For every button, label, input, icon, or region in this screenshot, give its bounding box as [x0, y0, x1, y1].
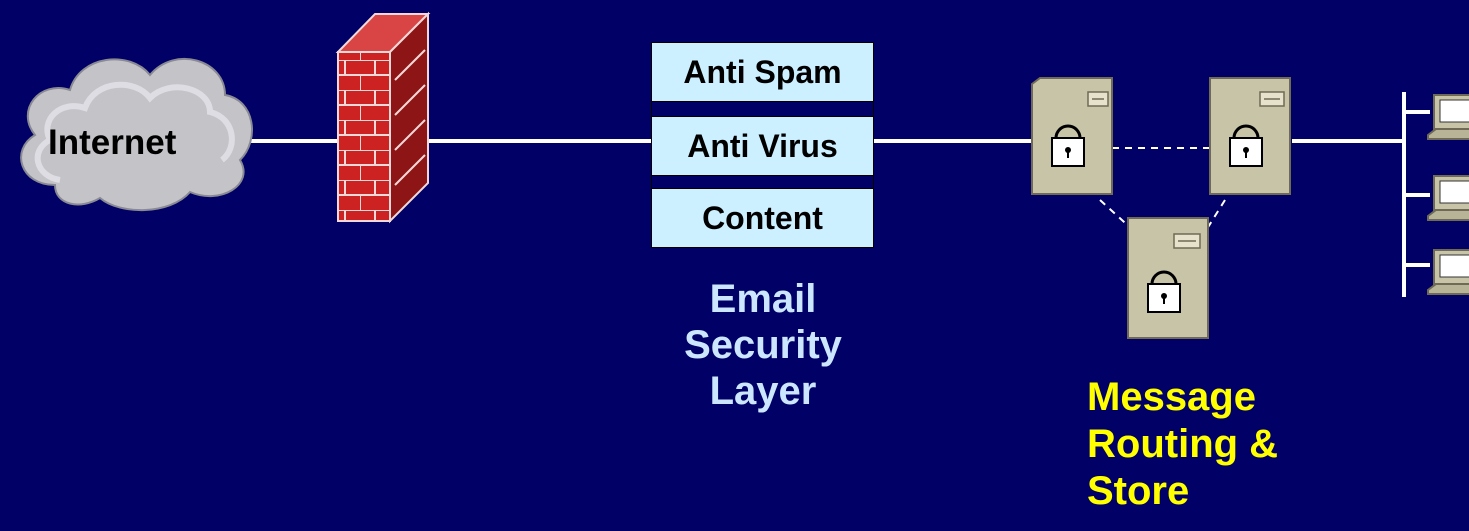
filter-anti-virus: Anti Virus — [651, 116, 874, 176]
caption-line: Message — [1087, 375, 1256, 419]
internet-label: Internet — [48, 123, 177, 162]
caption-line: Store — [1087, 469, 1190, 513]
filter-content: Content — [651, 188, 874, 248]
server-icon — [1209, 77, 1291, 195]
computer-icon — [1427, 175, 1469, 221]
security-layer-caption: Email Security Layer — [650, 276, 876, 414]
filter-anti-spam: Anti Spam — [651, 42, 874, 102]
caption-line: Security — [684, 323, 842, 367]
server-icon — [1127, 217, 1209, 339]
computer-icon — [1427, 94, 1469, 140]
caption-line: Layer — [709, 369, 817, 413]
message-store-caption: Message Routing & Store — [1087, 374, 1278, 515]
server-icon — [1031, 77, 1113, 195]
caption-line: Routing & — [1087, 422, 1279, 466]
firewall-icon — [335, 11, 431, 224]
caption-line: Email — [709, 277, 817, 321]
cloud-icon — [20, 58, 253, 212]
computer-icon — [1427, 249, 1469, 295]
